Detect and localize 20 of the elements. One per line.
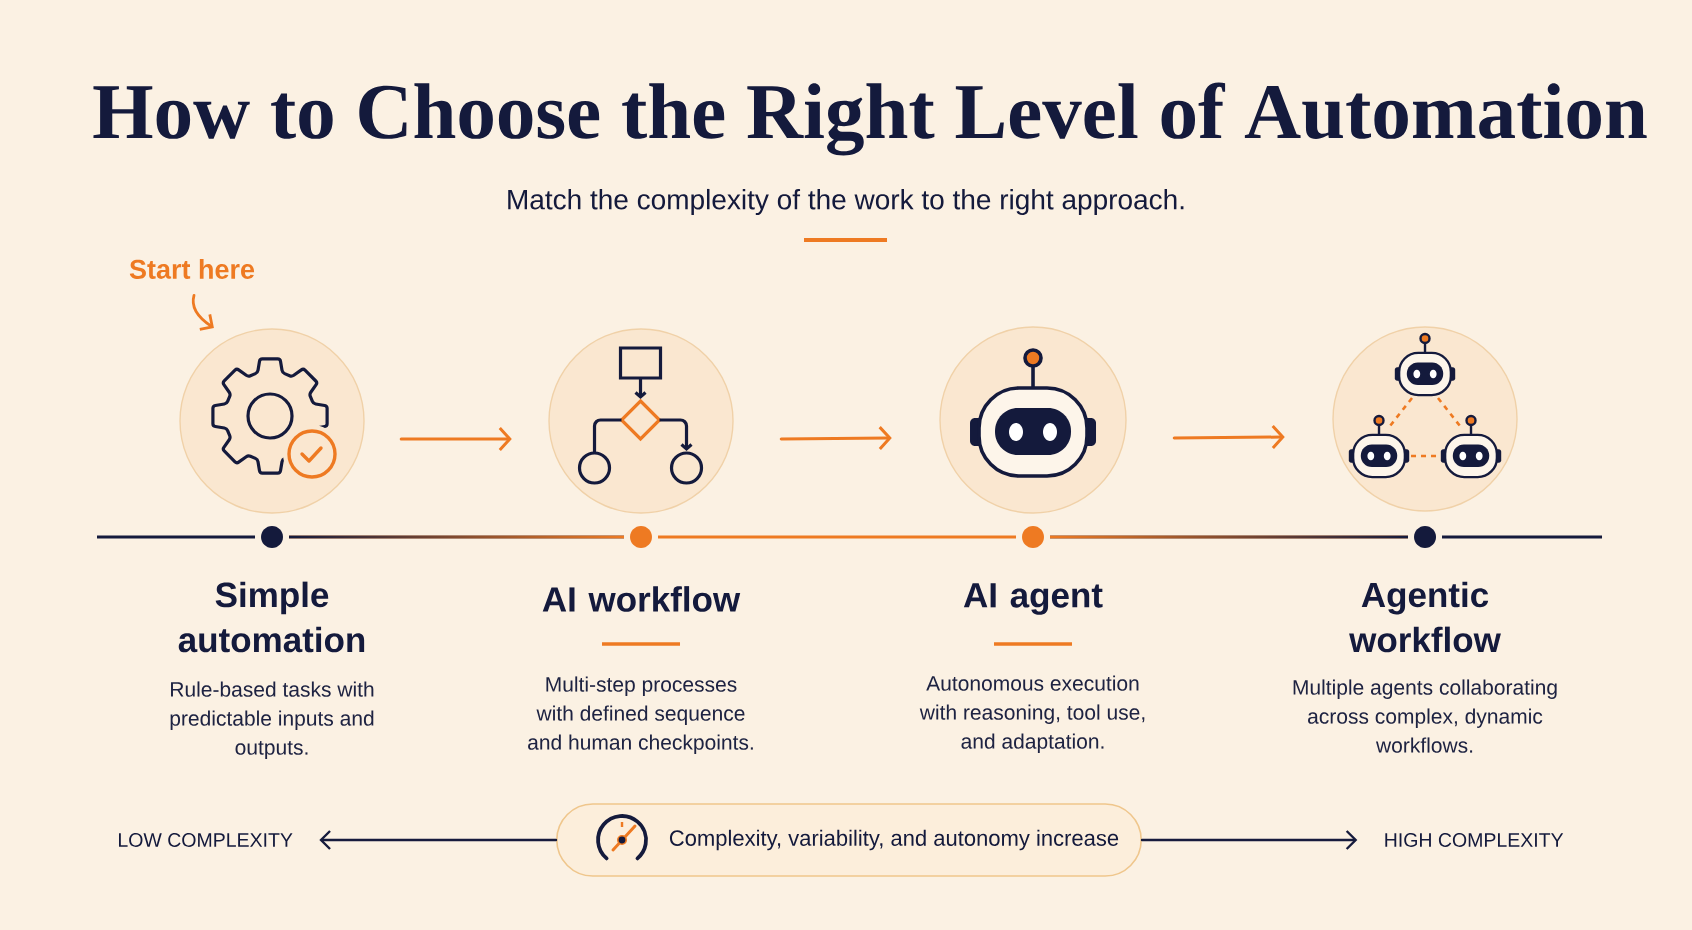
stage-description: Rule-based tasks with predictable inputs and outputs. [170,681,374,759]
subtitle: Match the complexity of the work to the right approach. [508,188,1184,216]
title: How to Choose the Right Level of Automation [93,82,1647,156]
arrow [1140,830,1358,850]
curved-arrow [191,293,214,331]
pill-label: Complexity, variability, and autonomy increase [556,803,1142,877]
stage-description: Multi-step processes with defined sequence and human checkpoints. [528,676,753,754]
arrow [779,426,892,451]
arrow [1172,425,1285,450]
stage-title: Agentic workflow [1349,581,1501,653]
stage-description: Multiple agents collaborating across complex, dynamic workflows. [1293,679,1557,753]
start-label: Start here [129,259,255,279]
scale-label: HIGH COMPLEXITY [1385,833,1564,847]
stage-description: Autonomous execution with reasoning, tool use, and adaptation. [919,675,1145,753]
arrow [399,427,512,451]
stage-title: AI workflow [542,586,741,612]
stage-title: Simple automation [178,581,365,653]
scale-label: LOW COMPLEXITY [119,833,293,847]
arrow [319,830,558,850]
stage-title: AI agent [963,583,1103,615]
